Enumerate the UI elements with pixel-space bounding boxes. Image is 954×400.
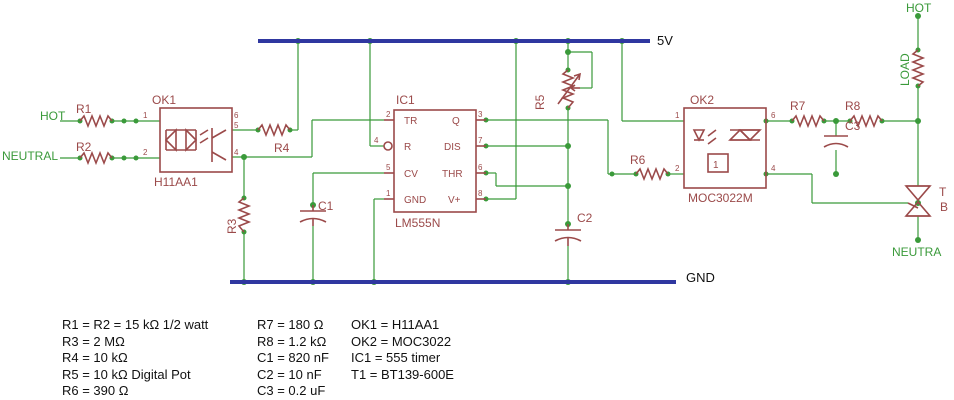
- pin-number: 3: [478, 110, 483, 119]
- legend-line: OK1 = H11AA1: [351, 317, 440, 332]
- legend-line: R4 = 10 kΩ: [62, 350, 128, 365]
- junction-dots: [77, 13, 921, 285]
- label-ic1-part: LM555N: [395, 216, 440, 230]
- optocoupler-ok2: [683, 107, 767, 189]
- pin-number: 6: [478, 163, 483, 172]
- legend-line: R1 = R2 = 15 kΩ 1/2 watt: [62, 317, 209, 332]
- resistor-load: [910, 49, 926, 87]
- legend-line: T1 = BT139-600E: [351, 366, 454, 382]
- pin-number: 1: [675, 111, 680, 120]
- pin-label-vplus: V+: [448, 195, 461, 206]
- resistor-r1: [79, 113, 113, 129]
- optocoupler-ok1: [159, 107, 233, 173]
- pin-number: 5: [386, 163, 391, 172]
- label-ok2: OK2: [690, 93, 714, 107]
- pin-label-cv: CV: [404, 169, 418, 180]
- wires: [60, 16, 919, 282]
- pin-number: 4: [771, 164, 776, 173]
- timer-ic1: [393, 109, 477, 213]
- potentiometer-r5: [560, 69, 576, 109]
- net-hot-in: HOT: [40, 109, 66, 123]
- label-t1-sub: B: [940, 200, 948, 214]
- pin-label-gnd: GND: [404, 195, 426, 206]
- pin-label-tr: TR: [404, 116, 417, 127]
- pin-label-dis: DIS: [444, 142, 461, 153]
- triac-t1: [904, 185, 932, 217]
- capacitor-c1: [299, 205, 327, 226]
- legend-line: R8 = 1.2 kΩ: [257, 333, 327, 349]
- pin-label-q: Q: [452, 116, 460, 127]
- legend-line: OK2 = MOC3022: [351, 333, 452, 349]
- legend-line: R3 = 2 MΩ: [62, 333, 125, 349]
- label-r1: R1: [76, 102, 92, 116]
- pin-number: 4: [234, 148, 239, 157]
- label-r8: R8: [845, 99, 861, 113]
- label-r5: R5: [533, 94, 547, 110]
- resistor-r3: [236, 197, 252, 233]
- legend-parts: OK1 = H11AA1 OK2 = MOC3022 IC1 = 555 tim…: [351, 317, 454, 383]
- label-ok1-part: H11AA1: [154, 175, 198, 189]
- pin-number: 7: [478, 136, 483, 145]
- label-ic1: IC1: [396, 93, 415, 107]
- pin-number: 6: [234, 111, 239, 120]
- label-r3: R3: [225, 218, 239, 234]
- components: [79, 49, 932, 246]
- legend-line: R5 = 10 kΩ Digital Pot: [62, 366, 191, 382]
- label-r7: R7: [790, 99, 806, 113]
- pin-label-thr: THR: [442, 169, 463, 180]
- legend-resistors-b: R7 = 180 Ω R8 = 1.2 kΩ C1 = 820 nF C2 = …: [257, 317, 329, 400]
- net-neutral-in: NEUTRAL: [2, 149, 58, 163]
- label-ok1: OK1: [152, 93, 176, 107]
- legend-line: C2 = 10 nF: [257, 366, 322, 382]
- label-ok2-part: MOC3022M: [688, 191, 753, 205]
- resistor-r7: [791, 113, 825, 129]
- rail-gnd-label: GND: [686, 270, 715, 285]
- rail-5v-label: 5V: [657, 33, 673, 48]
- pin-number: 1: [386, 189, 391, 198]
- legend-resistors-a: R1 = R2 = 15 kΩ 1/2 watt R3 = 2 MΩ R4 = …: [62, 317, 208, 400]
- resistor-r2: [79, 150, 113, 166]
- capacitor-c3: [823, 135, 849, 148]
- legend-line: IC1 = 555 timer: [351, 350, 441, 365]
- pin-number: 2: [675, 164, 680, 173]
- resistor-r6: [635, 166, 669, 182]
- pin-number: 1: [143, 111, 148, 120]
- label-r6: R6: [630, 153, 646, 167]
- label-c3: C3: [845, 119, 861, 133]
- label-r4: R4: [274, 141, 290, 155]
- pin-number: 6: [771, 111, 776, 120]
- capacitor-c2: [554, 224, 582, 246]
- pin-number: 8: [478, 189, 483, 198]
- resistor-r4: [257, 122, 291, 138]
- label-c2: C2: [577, 211, 593, 225]
- pin-number: 2: [386, 110, 391, 119]
- legend-line: R6 = 390 Ω: [62, 383, 129, 398]
- ok2-inner-label: 1: [713, 160, 719, 171]
- label-t1: T: [939, 185, 947, 199]
- legend-line: C1 = 820 nF: [257, 350, 329, 365]
- pin-number: 4: [374, 136, 379, 145]
- resistor-r8: [849, 113, 883, 129]
- label-r2: R2: [76, 140, 92, 154]
- net-neutral-out: NEUTRA: [892, 245, 941, 259]
- pin-number: 5: [234, 121, 239, 130]
- legend-line: C3 = 0.2 uF: [257, 383, 326, 398]
- pin-label-r: R: [404, 142, 411, 153]
- legend-line: R7 = 180 Ω: [257, 317, 324, 332]
- label-c1: C1: [318, 199, 334, 213]
- net-load: LOAD: [898, 53, 912, 86]
- pin-number: 2: [143, 148, 148, 157]
- net-hot-out: HOT: [906, 1, 932, 15]
